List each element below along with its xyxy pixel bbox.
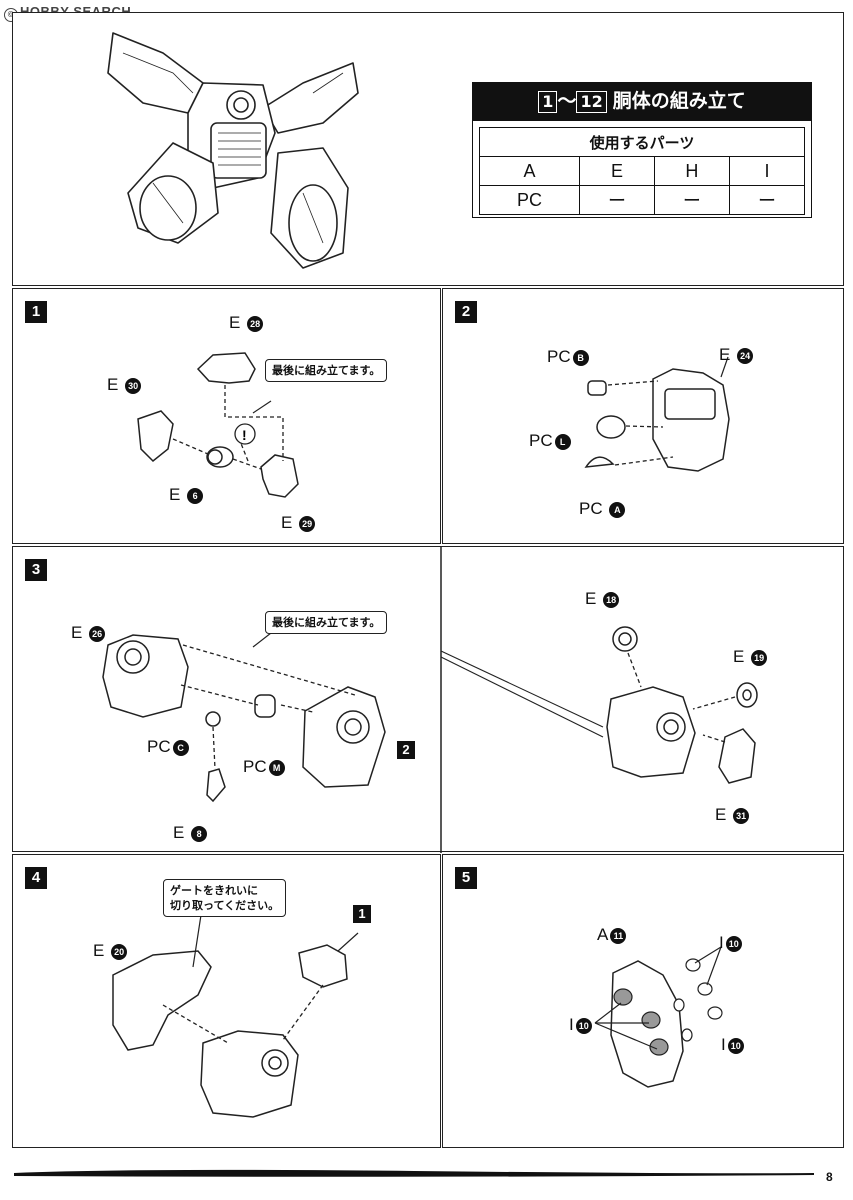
part-label: E 19 bbox=[733, 647, 768, 667]
part-label: E 28 bbox=[229, 313, 264, 333]
parts-heading: 使用するパーツ bbox=[479, 127, 805, 157]
part-label: E 24 bbox=[719, 345, 754, 365]
step-number: 3 bbox=[25, 559, 47, 581]
part-label: E 31 bbox=[715, 805, 750, 825]
part-label: E 18 bbox=[585, 589, 620, 609]
step-1-diagram: ! bbox=[137, 352, 299, 498]
step-1-panel: 1 ! E 28 E 30 E 6 E 29 最後に組み立てます。 bbox=[12, 288, 441, 544]
parts-cell: ー bbox=[653, 185, 730, 215]
part-label: PC A bbox=[579, 499, 626, 519]
part-label: E 26 bbox=[71, 623, 106, 643]
step-5-diagram bbox=[594, 946, 723, 1088]
part-label: E 6 bbox=[169, 485, 204, 505]
part-label: E 29 bbox=[281, 513, 316, 533]
parts-cell: A bbox=[479, 156, 580, 186]
part-label: E 30 bbox=[107, 375, 142, 395]
step-2-diagram bbox=[584, 356, 730, 472]
step-3-diagram bbox=[102, 547, 758, 853]
caution-icon: ! bbox=[242, 427, 247, 443]
note-callout: ゲートをきれいに 切り取ってください。 bbox=[163, 879, 287, 917]
part-label: E 8 bbox=[173, 823, 208, 843]
parts-table: 使用するパーツ A E H I PC ー ー ー bbox=[472, 120, 812, 218]
step-4-diagram bbox=[112, 914, 359, 1118]
step-number: 2 bbox=[455, 301, 477, 323]
note-line: 切り取ってください。 bbox=[170, 899, 280, 912]
title-step-end: 12 bbox=[576, 91, 607, 113]
step-4-panel: 4 E 20 ゲートをきれいに 切り取ってください。 1 bbox=[12, 854, 441, 1148]
parts-cell: PC bbox=[479, 185, 580, 215]
parts-cell: H bbox=[653, 156, 730, 186]
title-step-start: 1 bbox=[538, 91, 558, 113]
step-reference: 1 bbox=[353, 905, 371, 923]
footer-brush-stroke bbox=[14, 1169, 814, 1177]
parts-cell: E bbox=[579, 156, 655, 186]
parts-cell: ー bbox=[579, 185, 655, 215]
step-number: 5 bbox=[455, 867, 477, 889]
part-label: E 20 bbox=[93, 941, 128, 961]
note-callout: 最後に組み立てます。 bbox=[265, 359, 388, 382]
title-separator: ～ bbox=[557, 90, 577, 112]
note-line: ゲートをきれいに bbox=[170, 884, 258, 897]
page-number: 8 bbox=[826, 1170, 833, 1184]
parts-cell: I bbox=[728, 156, 806, 186]
parts-cell: ー bbox=[728, 185, 806, 215]
robot-overview-illustration bbox=[107, 32, 359, 269]
step-reference: 2 bbox=[397, 741, 415, 759]
step-number: 1 bbox=[25, 301, 47, 323]
note-callout: 最後に組み立てます。 bbox=[265, 611, 388, 634]
title-text: 胴体の組み立て bbox=[612, 90, 746, 112]
header-panel bbox=[12, 12, 844, 286]
step-number: 4 bbox=[25, 867, 47, 889]
